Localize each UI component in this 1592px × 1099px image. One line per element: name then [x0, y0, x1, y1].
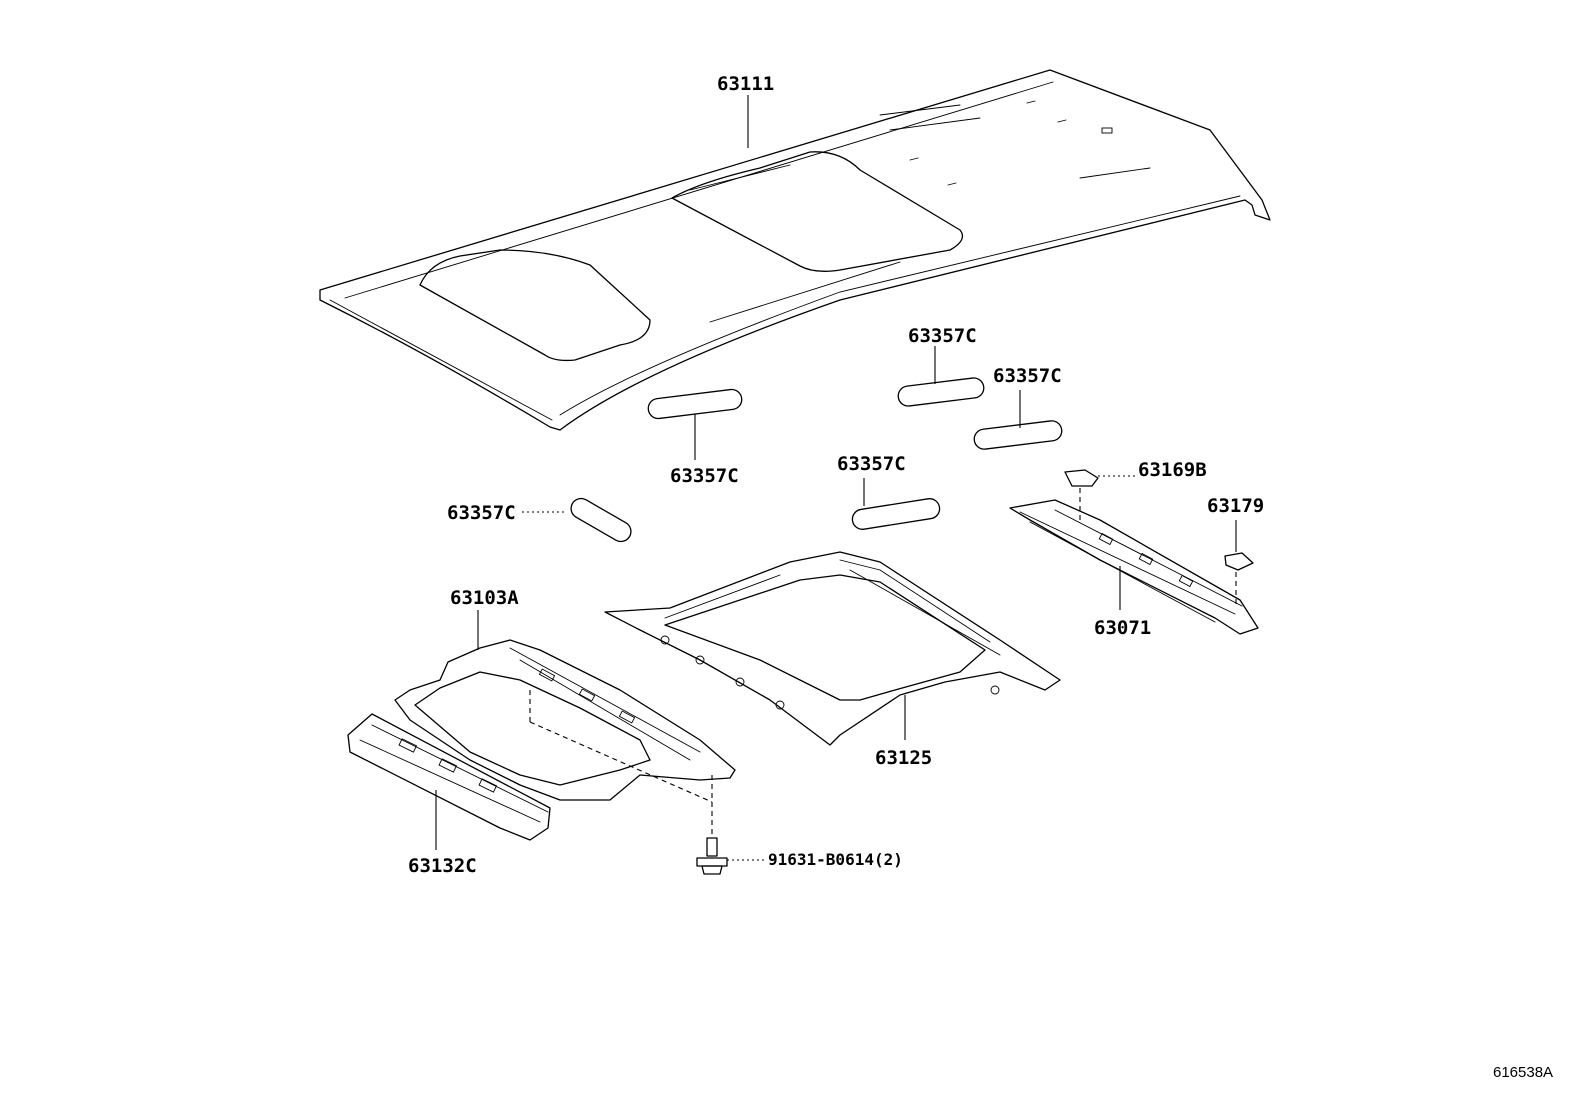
label-63125: 63125 [875, 747, 932, 769]
label-63357c-3: 63357C [993, 365, 1062, 387]
roof-pads [570, 377, 1063, 543]
label-63357c-4: 63357C [837, 453, 906, 475]
label-63357c-2: 63357C [908, 325, 977, 347]
label-91631-b0614: 91631-B0614(2) [768, 850, 903, 869]
sunroof-reinforcement-rear [604, 551, 1061, 746]
figure-id: 616538A [1493, 1064, 1553, 1081]
label-63103a: 63103A [450, 587, 519, 609]
bolt [696, 837, 728, 875]
label-63071: 63071 [1094, 617, 1151, 639]
sunroof-reinforcement-front [394, 639, 736, 801]
bracket [1224, 552, 1254, 571]
roof-panel [319, 69, 1271, 431]
label-63169b: 63169B [1138, 459, 1207, 481]
label-63111: 63111 [717, 73, 774, 95]
label-63357c-5: 63357C [447, 502, 516, 524]
front-roof-rail [347, 713, 551, 841]
rear-roof-rail [1009, 499, 1259, 635]
label-63357c-1: 63357C [670, 465, 739, 487]
label-63132c: 63132C [408, 855, 477, 877]
label-63179: 63179 [1207, 495, 1264, 517]
reinforcement-plate [1064, 469, 1099, 487]
